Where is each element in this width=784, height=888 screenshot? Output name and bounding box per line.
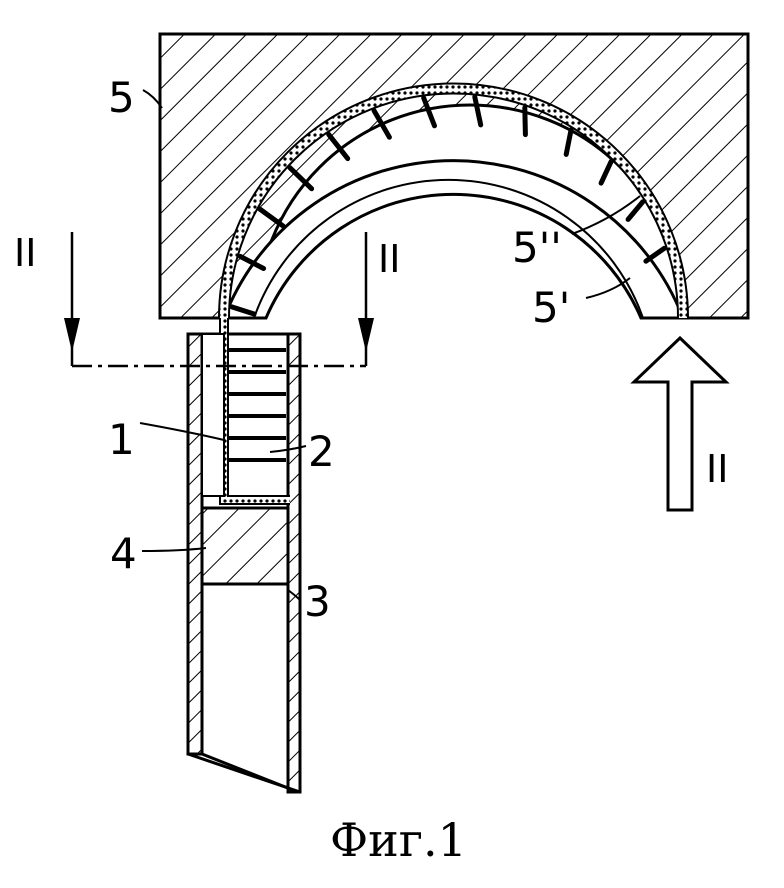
fin <box>601 162 611 184</box>
section-label-left: II <box>14 231 36 275</box>
label-2: 2 <box>308 427 335 476</box>
inner-insert <box>202 318 290 500</box>
fin <box>525 108 526 135</box>
arrow-label: II <box>706 447 728 491</box>
label-1: 1 <box>108 415 135 464</box>
figure-caption: Фиг.1 <box>330 813 467 867</box>
label-5-prime: 5' <box>532 283 570 332</box>
label-3: 3 <box>304 577 331 626</box>
section-label-right: II <box>378 237 400 281</box>
plug <box>202 508 288 584</box>
label-5-double-prime: 5'' <box>512 223 562 272</box>
fin <box>566 130 571 155</box>
label-5: 5 <box>108 73 135 122</box>
label-4: 4 <box>110 529 137 578</box>
